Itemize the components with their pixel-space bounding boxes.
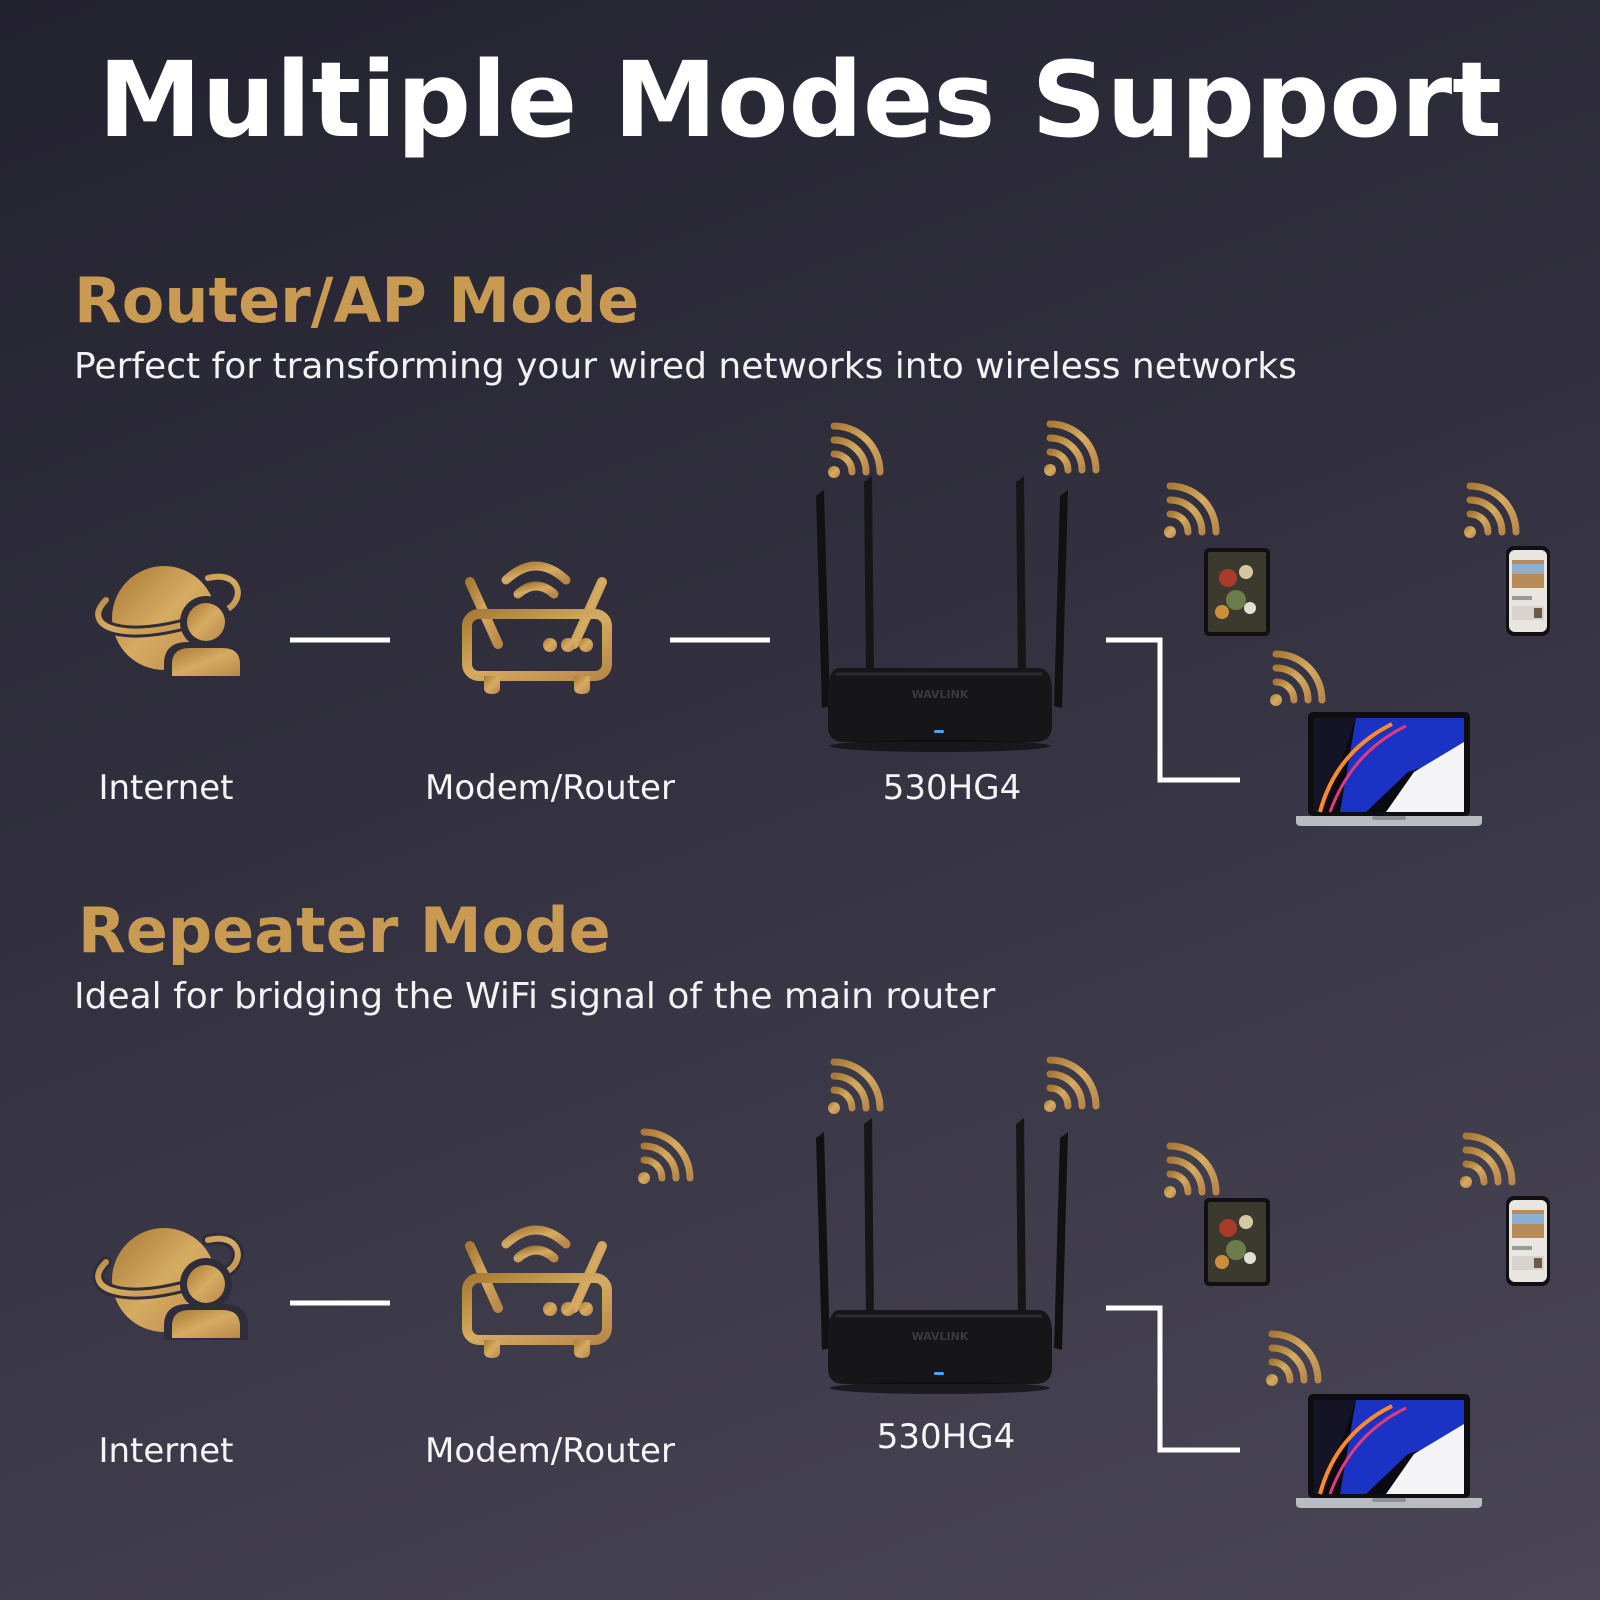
connection-line <box>1106 637 1240 783</box>
repeater-mode-section: Repeater Mode Ideal for bridging the WiF… <box>74 894 1550 1510</box>
mode-subtitle: Perfect for transforming your wired netw… <box>74 346 1297 387</box>
wifi-icon <box>1270 654 1322 706</box>
internet-label: Internet <box>98 1431 233 1471</box>
modem-router-label: Modem/Router <box>425 768 675 808</box>
wifi-icon <box>1460 1136 1512 1188</box>
internet-label: Internet <box>98 768 233 808</box>
wifi-icon <box>1266 1334 1318 1386</box>
wireless-router-photo <box>814 1116 1070 1396</box>
wifi-icon <box>638 1132 690 1184</box>
connection-line <box>1106 1305 1240 1453</box>
wifi-icon <box>1464 486 1516 538</box>
wifi-icon <box>828 1062 880 1114</box>
smartphone-device <box>1506 546 1550 636</box>
wireless-router-photo <box>814 474 1070 754</box>
mode-title: Router/AP Mode <box>74 264 639 337</box>
device-model-label: 530HG4 <box>883 768 1021 808</box>
mode-title: Repeater Mode <box>78 894 611 967</box>
page-title: Multiple Modes Support <box>98 39 1502 161</box>
wifi-icon <box>1044 1060 1096 1112</box>
wifi-icon <box>1164 1146 1216 1198</box>
globe-user-icon <box>98 1228 248 1340</box>
wifi-icon <box>1044 424 1096 476</box>
globe-user-icon <box>98 566 248 678</box>
tablet-device <box>1204 548 1270 636</box>
router-ap-mode-section: Router/AP Mode Perfect for transforming … <box>74 264 1550 828</box>
smartphone-device <box>1506 1196 1550 1286</box>
wifi-icon <box>1164 486 1216 538</box>
modem-router-label: Modem/Router <box>425 1431 675 1471</box>
laptop-device <box>1294 710 1484 828</box>
device-model-label: 530HG4 <box>877 1417 1015 1457</box>
wifi-icon <box>828 426 880 478</box>
laptop-device <box>1294 1392 1484 1510</box>
router-icon <box>467 566 607 694</box>
mode-subtitle: Ideal for bridging the WiFi signal of th… <box>74 976 996 1017</box>
router-icon <box>467 1230 607 1358</box>
tablet-device <box>1204 1198 1270 1286</box>
